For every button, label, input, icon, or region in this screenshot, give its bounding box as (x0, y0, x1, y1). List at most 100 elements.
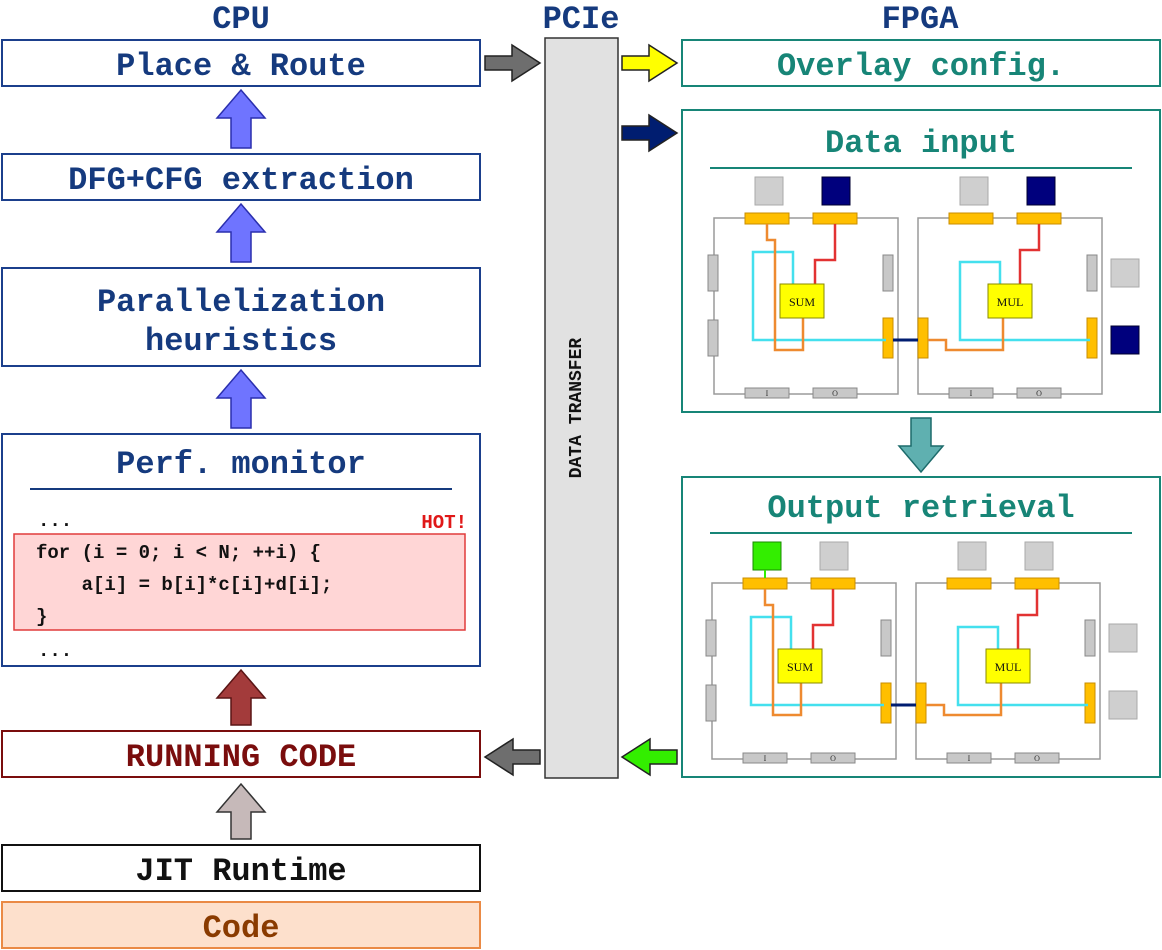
port-letter: I (764, 754, 767, 763)
io-square (821, 176, 851, 206)
extraction-box: DFG+CFG extraction (1, 153, 481, 201)
tile-port (707, 319, 719, 357)
port-letter: I (766, 389, 769, 398)
tile-port-active (1016, 212, 1062, 225)
port-letter: O (1036, 389, 1042, 398)
wire (751, 250, 886, 342)
tile-port-active (742, 577, 788, 590)
wire (1018, 224, 1041, 284)
io-square (1108, 690, 1138, 720)
sum-unit-label: SUM (789, 295, 815, 309)
tile-port-active (915, 682, 927, 724)
io-square (1110, 258, 1140, 288)
parallelization-label-line2: heuristics (145, 323, 337, 360)
io-square (1108, 623, 1138, 653)
sum-unit (777, 648, 823, 684)
arrow-up-icon (215, 88, 267, 149)
code-line-3: } (36, 606, 47, 628)
io-square (1110, 325, 1140, 355)
code-ellipsis-top: ... (38, 510, 72, 532)
tile-port-active (882, 317, 894, 359)
wire (763, 589, 803, 717)
io-square (959, 176, 989, 206)
arrow-left-icon (483, 737, 541, 777)
tile-port-active (948, 212, 994, 225)
port-letter: I (968, 754, 971, 763)
port-letter: I (970, 389, 973, 398)
tile-port (810, 752, 856, 764)
arrow-up-icon (215, 202, 267, 263)
mul-unit-label: MUL (995, 660, 1022, 674)
tile-port (1016, 387, 1062, 399)
io-square (1026, 176, 1056, 206)
wire (765, 224, 805, 352)
place-route-label: Place & Route (116, 48, 366, 85)
tile-port-active (917, 317, 929, 359)
tile-port (707, 254, 719, 292)
io-square (819, 541, 849, 571)
tile-port-active (880, 682, 892, 724)
tile-port-active (812, 212, 858, 225)
tile-port (1084, 619, 1096, 657)
jit-runtime-label: JIT Runtime (135, 853, 346, 890)
arrow-up-icon (215, 368, 267, 429)
code-line-2: a[i] = b[i]*c[i]+d[i]; (36, 574, 332, 596)
running-code-box: RUNNING CODE (1, 730, 481, 778)
wire (926, 682, 1003, 717)
wire (813, 224, 837, 284)
arrow-down-icon (897, 417, 945, 474)
pcie-bar: DATA TRANSFER (544, 37, 619, 779)
arrow-up-icon (215, 668, 267, 726)
code-box: Code (1, 901, 481, 949)
extraction-label: DFG+CFG extraction (68, 162, 414, 199)
perf-monitor-title: Perf. monitor (116, 446, 366, 483)
tile-port (1014, 752, 1060, 764)
tile-port (705, 684, 717, 722)
arrow-up-icon (215, 782, 267, 840)
tile-port (948, 387, 994, 399)
tile-port (744, 387, 790, 399)
arrow-right-icon (621, 113, 679, 153)
port-letter: O (832, 389, 838, 398)
arrow-right-icon (484, 43, 542, 83)
mul-unit (987, 283, 1033, 319)
tile-port-active (1014, 577, 1060, 590)
arrow-left-icon (620, 737, 678, 777)
jit-runtime-box: JIT Runtime (1, 844, 481, 892)
wire (928, 317, 1005, 352)
tile-port (812, 387, 858, 399)
perf-monitor-box: Perf. monitor ... HOT! for (i = 0; i < N… (1, 433, 481, 667)
arrow-right-icon (621, 43, 679, 83)
code-label: Code (203, 910, 280, 947)
code-ellipsis-bottom: ... (38, 640, 72, 662)
port-letter: O (1034, 754, 1040, 763)
tile-port (1086, 254, 1098, 292)
data-input-title: Data input (825, 125, 1017, 162)
running-code-label: RUNNING CODE (126, 739, 356, 776)
sum-unit (779, 283, 825, 319)
fpga-header: FPGA (882, 1, 960, 38)
tile-port (946, 752, 992, 764)
mul-unit-label: MUL (997, 295, 1024, 309)
wire (811, 589, 835, 649)
overlay-config-box: Overlay config. (681, 39, 1161, 87)
data-transfer-label: DATA TRANSFER (567, 338, 587, 479)
tile-port (882, 254, 894, 292)
tile-port-active (1084, 682, 1096, 724)
tile-port-active (946, 577, 992, 590)
tile-port (742, 752, 788, 764)
tile-port-active (810, 577, 856, 590)
io-square (752, 541, 782, 571)
pcie-header: PCIe (543, 1, 620, 38)
tile-port-active (744, 212, 790, 225)
wire (749, 615, 884, 707)
overlay-tile-pair: I O I O SUM MUL (707, 176, 1140, 399)
tile-port (880, 619, 892, 657)
place-route-box: Place & Route (1, 39, 481, 87)
hot-loop-highlight (13, 533, 466, 631)
wire (1016, 589, 1039, 649)
